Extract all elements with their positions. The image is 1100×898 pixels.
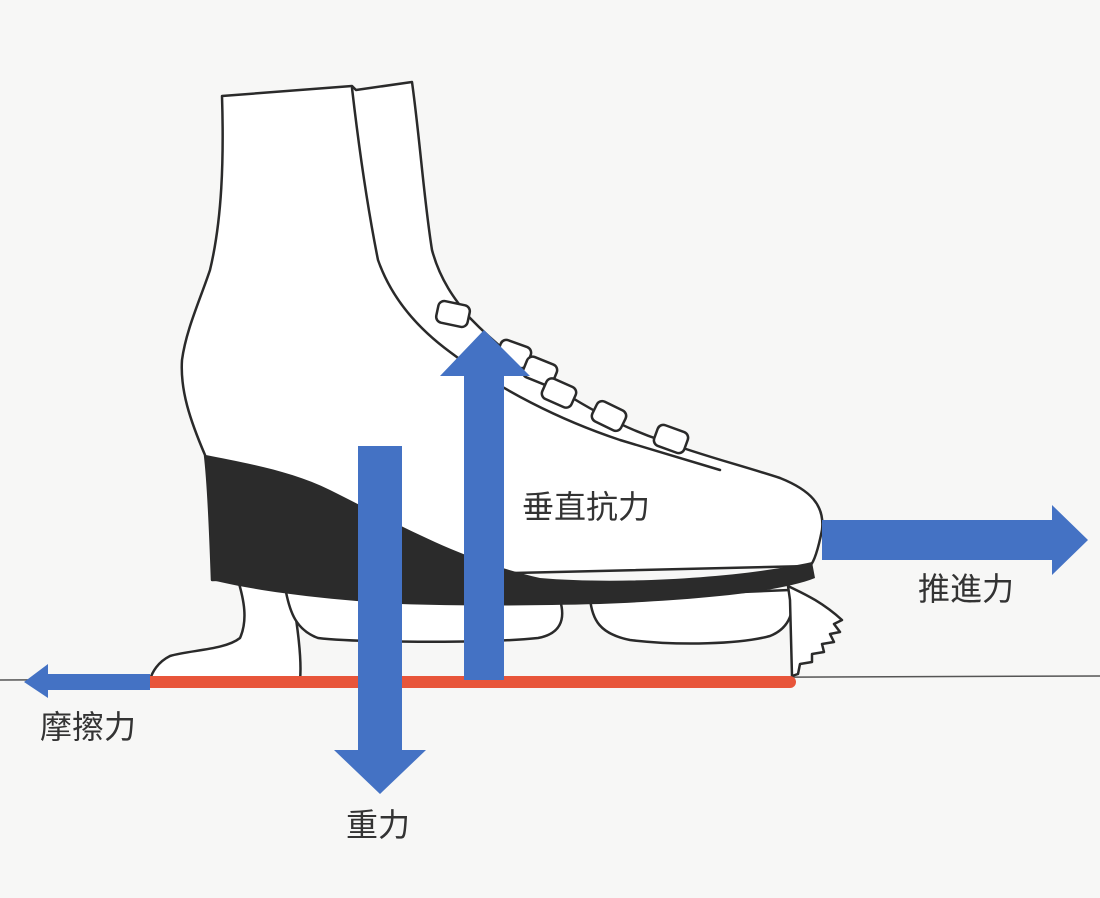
propulsion-arrow [822, 505, 1088, 575]
boot-tongue-line [350, 86, 722, 472]
toe-pick-icon [786, 584, 844, 678]
normal-force-label: 垂直抗力 [522, 488, 650, 526]
friction-label: 摩擦力 [40, 708, 136, 746]
rear-stanchion [148, 578, 302, 682]
boot-body [180, 80, 824, 582]
propulsion-label: 推進力 [918, 570, 1014, 608]
gravity-label: 重力 [346, 806, 410, 844]
friction-arrow [24, 664, 150, 698]
normal-force-arrow [440, 330, 530, 680]
gravity-arrow [334, 446, 426, 794]
